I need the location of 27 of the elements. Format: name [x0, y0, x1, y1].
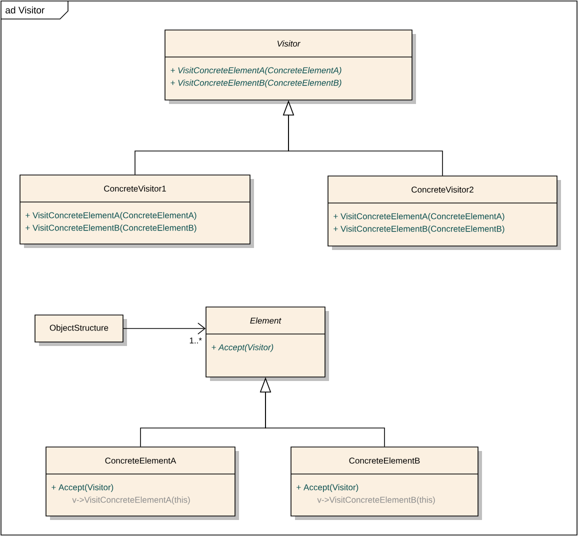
operation: + VisitConcreteElementB(ConcreteElementB) [334, 226, 504, 234]
operation: + VisitConcreteElementA(ConcreteElementA) [170, 67, 342, 75]
class-name: ConcreteVisitor2 [412, 186, 474, 193]
class-box [206, 306, 329, 381]
operation: + VisitConcreteElementB(ConcreteElementB) [170, 80, 342, 88]
class-box [290, 446, 482, 520]
class-box [46, 446, 239, 520]
code-note: v->VisitConcreteElementA(this) [72, 496, 190, 504]
class-name: ConcreteElementA [105, 457, 176, 464]
class-name: Element [250, 317, 282, 324]
class-name: ObjectStructure [50, 324, 108, 332]
class-box [34, 314, 127, 346]
class-name: Visitor [278, 40, 301, 47]
operation: + Accept(Visitor) [212, 344, 274, 352]
class-box [328, 176, 561, 250]
multiplicity-label: 1..* [190, 338, 202, 344]
operation: + VisitConcreteElementA(ConcreteElementA) [26, 212, 196, 220]
class-box [20, 174, 254, 248]
operation: + VisitConcreteElementB(ConcreteElementB) [26, 224, 196, 232]
association-arrow [123, 322, 206, 334]
operation: + VisitConcreteElementA(ConcreteElementA) [334, 213, 504, 221]
class-name: ConcreteElementB [349, 457, 420, 464]
code-note: v->VisitConcreteElementB(this) [317, 496, 435, 504]
class-name: ConcreteVisitor1 [104, 185, 166, 192]
class-box [164, 30, 416, 104]
operation: + Accept(Visitor) [52, 484, 114, 492]
operation: + Accept(Visitor) [296, 484, 358, 492]
